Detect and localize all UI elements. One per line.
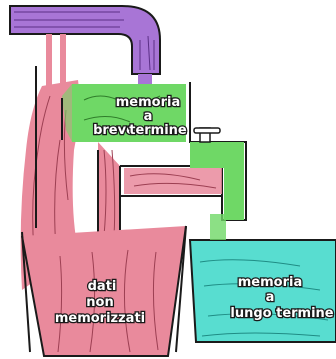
long-term-label-line-2: a [266, 290, 275, 305]
short-term-label-line-1: memoria [116, 95, 180, 110]
short-term-label-line-2: a [144, 109, 153, 124]
long-term-label-line-3: lungo termine [230, 306, 333, 321]
not-stored-label-line-2: non [86, 295, 113, 310]
input-pipe [10, 6, 160, 92]
not-stored-label-line-3: memorizzati [55, 311, 145, 326]
long-term-label-line-1: memoria [238, 275, 302, 290]
drain-pipe [98, 142, 120, 240]
short-term-label-line-4: termine [129, 123, 187, 138]
faucet-tap-icon [194, 128, 220, 142]
not-stored-label-line-1: dati [88, 279, 117, 294]
